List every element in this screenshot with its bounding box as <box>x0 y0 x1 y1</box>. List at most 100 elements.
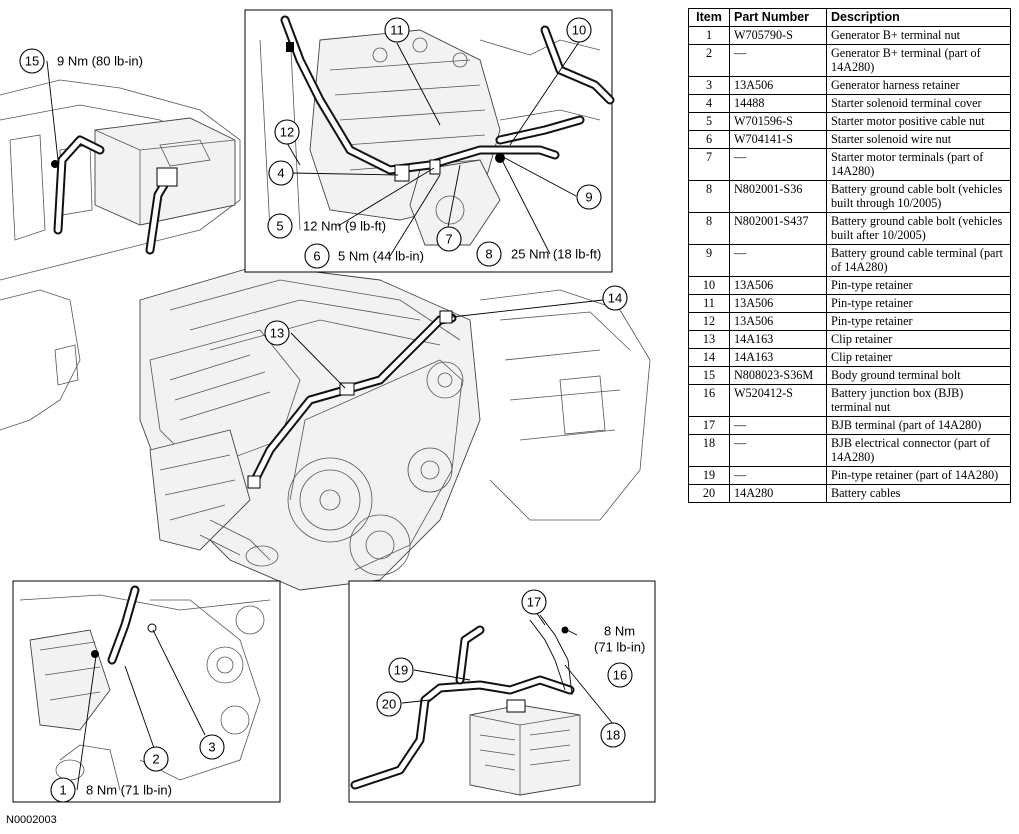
cell-description: Generator B+ terminal (part of 14A280) <box>826 44 1011 77</box>
torque-8: 25 Nm (18 lb-ft) <box>511 247 601 262</box>
cell-part-number: — <box>729 416 827 435</box>
callout-11-number: 11 <box>390 23 404 38</box>
cell-description: Starter motor positive cable nut <box>826 112 1011 131</box>
callout-14-number: 14 <box>608 291 622 306</box>
callout-8: 8 <box>476 241 502 267</box>
cell-part-number: N802001-S36 <box>729 180 827 213</box>
table-row: 18—BJB electrical connector (part of 14A… <box>688 434 1011 467</box>
callout-15-number: 15 <box>25 54 39 69</box>
callout-19: 19 <box>388 657 414 683</box>
cell-part-number: N802001-S437 <box>729 212 827 245</box>
cell-part-number: — <box>729 244 827 277</box>
callout-1-number: 1 <box>59 783 66 798</box>
torque-6: 5 Nm (44 lb-in) <box>338 249 424 264</box>
callout-12: 12 <box>274 119 300 145</box>
callout-6-number: 6 <box>313 249 320 264</box>
callout-9-number: 9 <box>585 190 592 205</box>
cell-item: 10 <box>688 276 730 295</box>
cell-description: Generator harness retainer <box>826 76 1011 95</box>
cell-description: Starter solenoid wire nut <box>826 130 1011 149</box>
cell-description: Clip retainer <box>826 348 1011 367</box>
cell-description: Clip retainer <box>826 330 1011 349</box>
cell-part-number: W520412-S <box>729 384 827 417</box>
callout-20: 20 <box>376 691 402 717</box>
callout-5-number: 5 <box>276 219 283 234</box>
cell-part-number: 14488 <box>729 94 827 113</box>
cell-item: 20 <box>688 484 730 503</box>
header-description: Description <box>826 8 1011 27</box>
cell-description: BJB terminal (part of 14A280) <box>826 416 1011 435</box>
exploded-view-illustration: 15 11 10 12 4 9 5 7 <box>0 9 656 803</box>
cell-description: Battery junction box (BJB) terminal nut <box>826 384 1011 417</box>
cell-part-number: — <box>729 44 827 77</box>
callout-3-number: 3 <box>208 740 215 755</box>
callout-18-number: 18 <box>606 728 620 743</box>
callout-4-number: 4 <box>277 166 284 181</box>
cell-item: 2 <box>688 44 730 77</box>
cell-description: Battery ground cable terminal (part of 1… <box>826 244 1011 277</box>
torque-5: 12 Nm (9 lb-ft) <box>303 219 386 234</box>
cell-part-number: W704141-S <box>729 130 827 149</box>
bjb-inset <box>348 580 656 803</box>
cell-description: Battery cables <box>826 484 1011 503</box>
cell-item: 8 <box>688 180 730 213</box>
callout-7-number: 7 <box>445 232 452 247</box>
cell-item: 16 <box>688 384 730 417</box>
callout-17-number: 17 <box>527 595 541 610</box>
callout-10: 10 <box>566 17 592 43</box>
cell-item: 8 <box>688 212 730 245</box>
callout-11: 11 <box>384 17 410 43</box>
callout-18: 18 <box>600 722 626 748</box>
callout-20-number: 20 <box>382 697 396 712</box>
torque-labels: 9 Nm (80 lb-in) 12 Nm (9 lb-ft) 5 Nm (44… <box>57 54 645 798</box>
callouts: 15 11 10 12 4 9 5 7 <box>19 17 633 803</box>
cell-item: 12 <box>688 312 730 331</box>
callout-19-number: 19 <box>394 663 408 678</box>
table-row: 7—Starter motor terminals (part of 14A28… <box>688 148 1011 181</box>
torque-15: 9 Nm (80 lb-in) <box>57 54 143 69</box>
starter-inset <box>244 9 615 273</box>
callout-7: 7 <box>436 226 462 252</box>
leader-lines <box>46 41 614 791</box>
torque-1: 8 Nm (71 lb-in) <box>86 783 172 798</box>
cell-part-number: — <box>729 148 827 181</box>
cell-item: 7 <box>688 148 730 181</box>
torque-16-line2: (71 lb-in) <box>594 640 645 655</box>
cell-item: 13 <box>688 330 730 349</box>
callout-3: 3 <box>199 734 225 760</box>
cell-part-number: 14A163 <box>729 330 827 349</box>
cell-item: 18 <box>688 434 730 467</box>
header-part-number: Part Number <box>729 8 827 27</box>
cell-part-number: 13A506 <box>729 76 827 95</box>
cell-item: 6 <box>688 130 730 149</box>
generator-inset <box>12 580 281 803</box>
callout-8-number: 8 <box>485 247 492 262</box>
cell-part-number: — <box>729 466 827 485</box>
callout-2-number: 2 <box>152 752 159 767</box>
callout-2: 2 <box>143 746 169 772</box>
table-row: 19—Pin-type retainer (part of 14A280) <box>688 466 1011 485</box>
cell-item: 3 <box>688 76 730 95</box>
cell-part-number: 13A506 <box>729 312 827 331</box>
cell-item: 17 <box>688 416 730 435</box>
cell-part-number: 14A280 <box>729 484 827 503</box>
cell-description: Pin-type retainer (part of 14A280) <box>826 466 1011 485</box>
cell-description: Starter motor terminals (part of 14A280) <box>826 148 1011 181</box>
cell-description: BJB electrical connector (part of 14A280… <box>826 434 1011 467</box>
cell-item: 5 <box>688 112 730 131</box>
figure-id: N0002003 <box>6 814 57 826</box>
cell-description: Starter solenoid terminal cover <box>826 94 1011 113</box>
cell-part-number: N808023-S36M <box>729 366 827 385</box>
callout-9: 9 <box>576 184 602 210</box>
parts-table-header: Item Part Number Description <box>688 8 1011 27</box>
